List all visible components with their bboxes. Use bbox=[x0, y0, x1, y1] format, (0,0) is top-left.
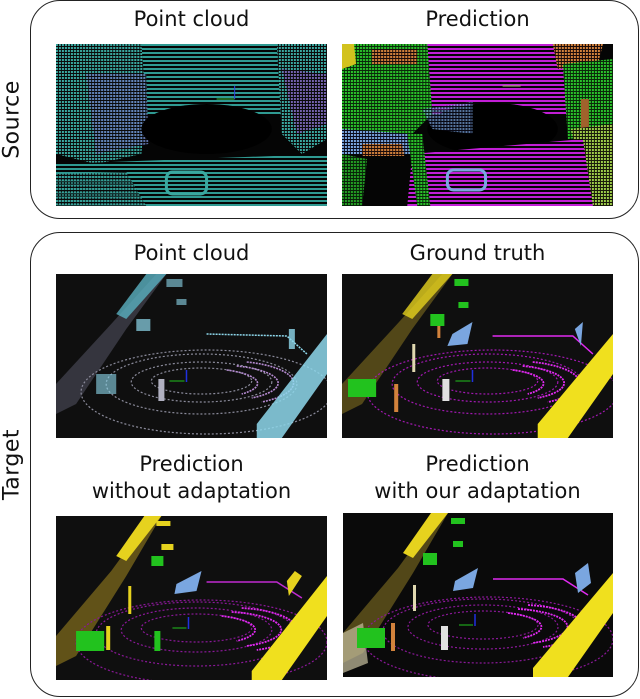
target-group-frame bbox=[30, 232, 639, 697]
caption-target-point-cloud: Point cloud bbox=[133, 241, 250, 265]
target-row-label: Target bbox=[0, 428, 25, 501]
caption-prediction-without-adaptation-line1: Prediction bbox=[139, 452, 244, 476]
source-group-frame bbox=[30, 0, 639, 219]
target-point-cloud-image bbox=[56, 274, 327, 438]
target-ground-truth-image bbox=[342, 274, 613, 438]
caption-source-prediction: Prediction bbox=[425, 7, 530, 31]
caption-prediction-with-adaptation-line1: Prediction bbox=[425, 452, 530, 476]
caption-target-ground-truth: Ground truth bbox=[409, 241, 546, 265]
source-prediction-image bbox=[342, 44, 613, 206]
target-prediction-without-adaptation-image bbox=[56, 516, 327, 680]
target-prediction-with-adaptation-image bbox=[343, 513, 613, 677]
source-row-label: Source bbox=[0, 80, 25, 159]
caption-prediction-with-adaptation-line2: with our adaptation bbox=[374, 479, 581, 503]
source-point-cloud-image bbox=[56, 44, 327, 206]
caption-source-point-cloud: Point cloud bbox=[133, 7, 250, 31]
caption-prediction-without-adaptation-line2: without adaptation bbox=[91, 479, 292, 503]
